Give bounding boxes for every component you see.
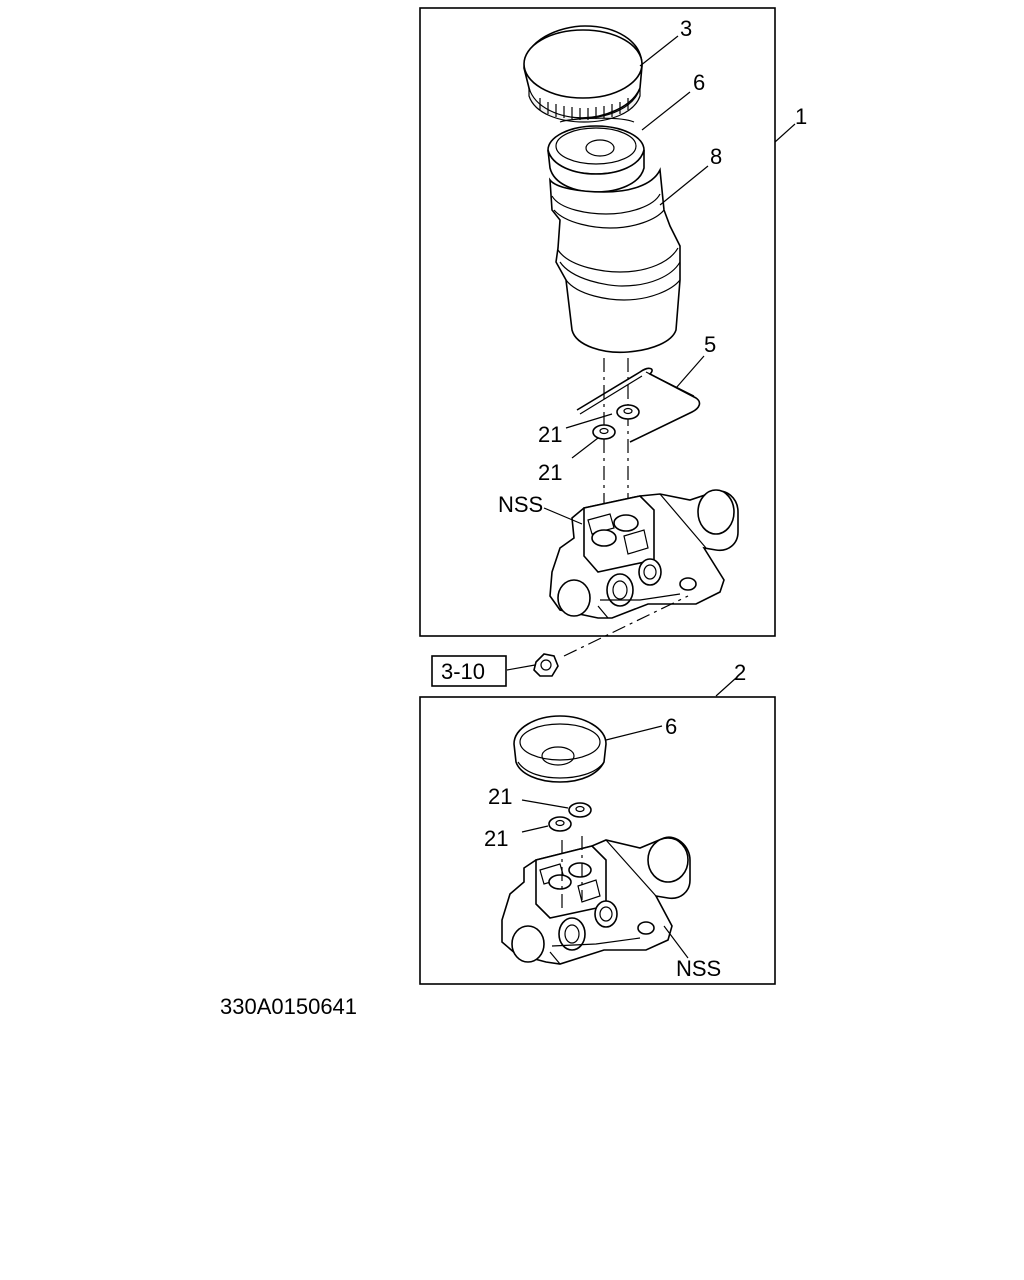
- label-pin: 5: [704, 332, 716, 357]
- reservoir-body: [549, 167, 681, 354]
- grommet-d: [548, 816, 572, 832]
- leader-reservoir: [659, 165, 709, 206]
- mounting-nut: [533, 653, 559, 677]
- retaining-pin: [576, 367, 701, 443]
- leader-grommet-d: [521, 825, 549, 833]
- master-cylinder-upper: [549, 489, 739, 619]
- seal-ring-top: [547, 117, 645, 193]
- label-seal-top: 6: [693, 70, 705, 95]
- grommet-b: [592, 424, 616, 440]
- reservoir-cap: [523, 25, 643, 123]
- label-grommet-c: 21: [488, 784, 512, 809]
- leader-ref-box: [506, 664, 536, 671]
- leader-grommet-c: [521, 799, 569, 809]
- label-cap: 3: [680, 16, 692, 41]
- assembly-1-frame: [419, 7, 776, 637]
- grommet-a: [616, 404, 640, 420]
- ref-box: [431, 655, 507, 687]
- label-reservoir: 8: [710, 144, 722, 169]
- leader-grommet-a: [565, 413, 613, 429]
- leader-cap: [639, 35, 679, 67]
- label-assembly-1: 1: [795, 104, 807, 129]
- figure-code: 330A0150641: [220, 994, 357, 1019]
- leader-pin: [675, 355, 705, 389]
- leader-seal-top: [641, 91, 691, 131]
- grommet-c: [568, 802, 592, 818]
- label-seal-bottom: 6: [665, 714, 677, 739]
- leader-assembly-2: [715, 677, 737, 697]
- master-cylinder-lower: [501, 836, 691, 965]
- leader-seal-bottom: [605, 725, 663, 741]
- leader-grommet-b: [571, 437, 599, 459]
- label-grommet-a: 21: [538, 422, 562, 447]
- label-nss-top: NSS: [498, 492, 543, 517]
- seal-ring-bottom: [513, 715, 607, 783]
- label-assembly-2: 2: [734, 660, 746, 685]
- label-nss-bottom: NSS: [676, 956, 721, 981]
- leader-nss-bottom: [663, 925, 689, 959]
- leader-nss-top: [543, 507, 583, 525]
- assembly-2-frame: [419, 696, 776, 985]
- label-grommet-d: 21: [484, 826, 508, 851]
- leader-assembly-1: [774, 123, 796, 143]
- label-ref-box: 3-10: [441, 659, 485, 684]
- label-grommet-b: 21: [538, 460, 562, 485]
